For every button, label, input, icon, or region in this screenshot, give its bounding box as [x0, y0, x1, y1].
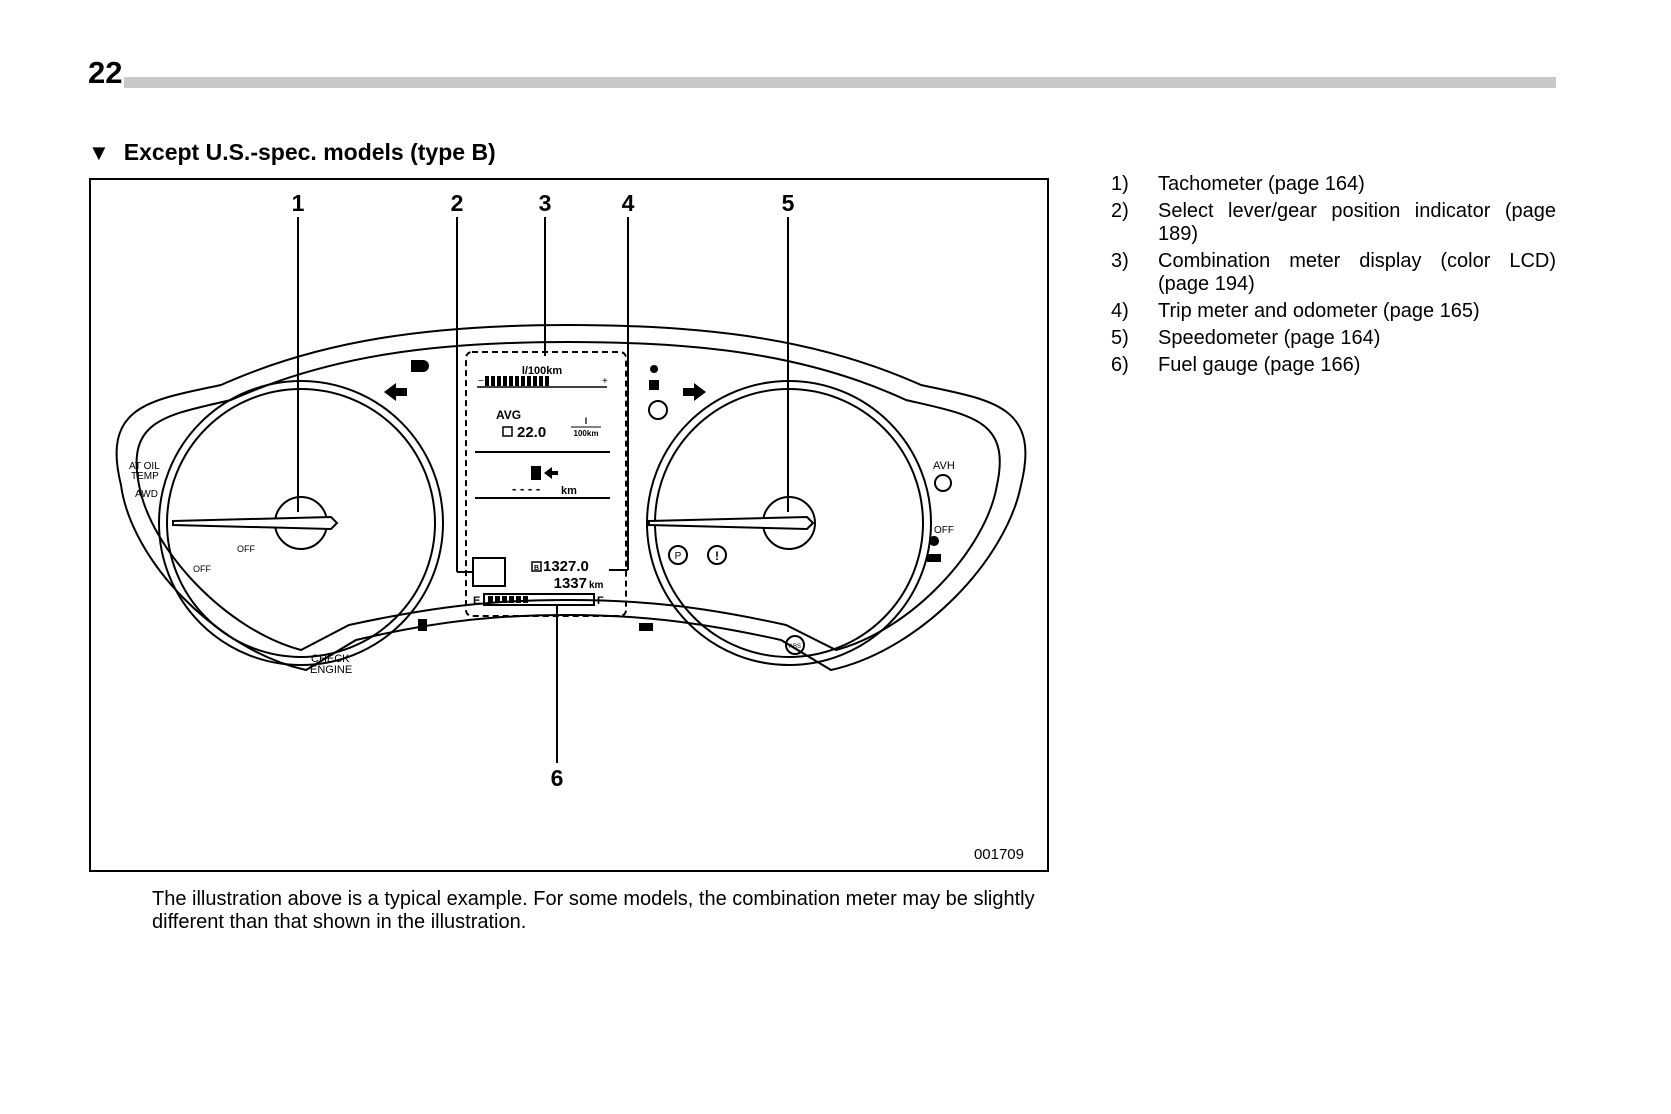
seatbelt-icon — [649, 365, 659, 390]
door-ajar-icon — [639, 623, 653, 631]
lcd-trip-value: 1327.0 — [543, 558, 589, 575]
legend-item: 2)Select lever/gear position indicator (… — [1111, 200, 1556, 245]
check-engine-label-1: CHECK — [311, 653, 350, 665]
brake-label: ! — [715, 549, 719, 563]
lcd-odo-unit: km — [589, 580, 604, 591]
lcd-odo-value: 1337 — [554, 575, 587, 592]
cluster-inner-housing — [135, 340, 1001, 652]
check-engine-label-2: ENGINE — [310, 664, 352, 676]
lcd-unit: l/100km — [522, 365, 563, 377]
off-label-1: OFF — [193, 564, 211, 574]
callout-4: 4 — [622, 190, 635, 216]
lcd-bar-plus: + — [602, 376, 608, 387]
lcd-avg-unit-top: l — [585, 416, 588, 426]
brake-warning-icon — [707, 545, 727, 565]
callout-2: 2 — [451, 190, 464, 216]
at-oil-temp-label-1: AT OIL — [129, 461, 160, 472]
turn-right-arrow-icon — [683, 383, 706, 401]
steering-warning-icon — [648, 400, 668, 420]
fuel-level-fill — [488, 596, 528, 603]
gear-position-box — [472, 557, 506, 587]
fuel-gauge-bar — [483, 593, 595, 606]
section-title: Except U.S.-spec. models (type B) — [123, 139, 496, 165]
legend-item: 3)Combination meter display (color LCD) … — [1111, 250, 1556, 295]
lcd-avg-unit-bottom: 100km — [574, 429, 599, 438]
fuel-arrow-icon — [544, 467, 558, 479]
lcd-range-unit: km — [561, 485, 577, 497]
section-heading: ▼ Except U.S.-spec. models (type B) — [88, 139, 496, 166]
callout-5: 5 — [782, 190, 795, 216]
abs-icon — [785, 635, 805, 655]
legend-item: 4)Trip meter and odometer (page 165) — [1111, 300, 1480, 322]
headlight-icon — [411, 360, 429, 372]
figure-frame: 1 2 3 4 5 6 001709 l/100km − + AVG 22.0 … — [89, 178, 1049, 872]
lcd-avg-value: 22.0 — [517, 424, 546, 441]
tachometer-ring-outer — [158, 380, 444, 666]
off-label-2: OFF — [237, 544, 255, 554]
legend-item: 1)Tachometer (page 164) — [1111, 173, 1365, 195]
page-number: 22 — [88, 55, 123, 90]
low-fuel-icon — [418, 619, 427, 631]
lcd-outline — [465, 351, 627, 617]
avh-icon — [934, 474, 952, 492]
speedometer-needle — [648, 515, 815, 531]
fuel-e-label: E — [473, 595, 480, 607]
airbag-icon — [927, 536, 941, 562]
fuel-pump-icon — [531, 466, 541, 480]
header-rule — [124, 77, 1556, 88]
avh-label: AVH — [933, 460, 955, 472]
lcd-range-value: - - - - — [512, 481, 540, 496]
combination-meter-illustration: 1 2 3 4 5 6 001709 l/100km − + AVG 22.0 … — [115, 190, 1027, 863]
lcd-avg-label: AVG — [496, 408, 521, 422]
legend-item: 6)Fuel gauge (page 166) — [1111, 354, 1361, 376]
figure-caption: The illustration above is a typical exam… — [152, 888, 1035, 933]
lcd-avg-badge — [502, 426, 513, 437]
tachometer-needle — [172, 515, 339, 531]
callout-6: 6 — [551, 765, 564, 791]
lcd-trip-badge — [531, 561, 542, 572]
off-label-3: OFF — [934, 525, 954, 536]
lcd-trip-badge-label: B — [534, 565, 539, 572]
triangle-down-icon: ▼ — [88, 139, 110, 165]
legend-item: 5)Speedometer (page 164) — [1111, 327, 1381, 349]
lcd-consumption-bargraph — [485, 376, 549, 386]
cluster-outer-housing — [115, 323, 1027, 672]
parking-brake-icon — [668, 545, 688, 565]
lcd-bar-minus: − — [478, 376, 484, 387]
fuel-f-label: F — [597, 595, 604, 607]
awd-label: AWD — [135, 489, 158, 500]
callout-3: 3 — [539, 190, 552, 216]
callout-1: 1 — [292, 190, 305, 216]
figure-legend: 1)Tachometer (page 164) 2)Select lever/g… — [1111, 173, 1556, 381]
figure-id: 001709 — [974, 846, 1024, 863]
tachometer-ring-inner — [166, 388, 436, 658]
at-oil-temp-label-2: TEMP — [131, 471, 159, 482]
turn-left-arrow-icon — [384, 383, 407, 401]
abs-label: ABS — [789, 644, 801, 650]
parking-label: P — [675, 551, 682, 562]
